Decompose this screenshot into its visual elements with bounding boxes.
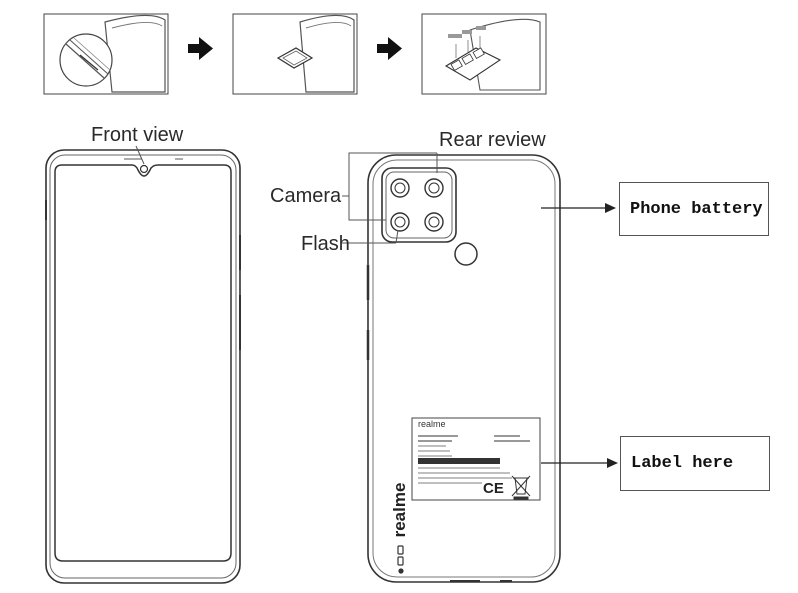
weee-bin-icon: [511, 475, 531, 500]
step-1-panel: [43, 13, 169, 95]
ce-mark: CE: [483, 480, 504, 497]
camera-label: Camera: [270, 185, 342, 207]
sticker-brand: realme: [418, 419, 446, 429]
label-here-label: Label here: [631, 454, 734, 473]
label-here-box: Label here: [620, 436, 770, 491]
step-arrow-2: [377, 37, 402, 60]
rear-review-label: Rear review: [439, 129, 546, 151]
label-arrow: [541, 458, 618, 468]
regulatory-label: [411, 417, 541, 501]
rear-brand-logo: realme: [390, 482, 409, 538]
front-view-pointer: [135, 145, 145, 165]
front-phone: [45, 149, 241, 584]
step-3-panel: [421, 13, 547, 95]
camera-module: [381, 167, 457, 243]
step-2-panel: [232, 13, 358, 95]
phone-battery-box: Phone battery: [619, 182, 769, 236]
flash-label: Flash: [301, 233, 350, 255]
fingerprint-sensor: [454, 242, 478, 266]
camera-bracket: [342, 152, 438, 244]
rear-brand-dots: [397, 545, 404, 574]
phone-battery-label: Phone battery: [630, 199, 763, 219]
step-arrow-1: [188, 37, 213, 60]
battery-arrow: [541, 203, 616, 213]
front-view-label: Front view: [91, 124, 184, 146]
